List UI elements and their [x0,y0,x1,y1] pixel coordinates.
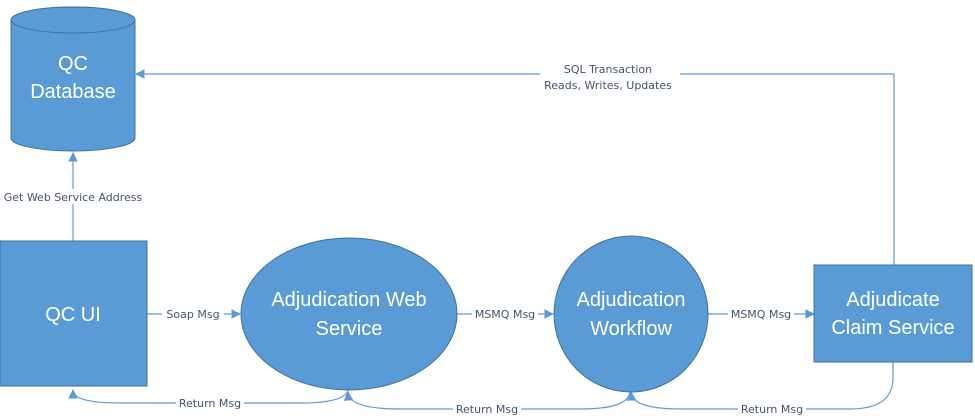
edge-label-return-msg-1: Return Msg [179,397,241,410]
edge-return-msg-3: Return Msg [626,362,894,416]
node-label-qc-ui: QC UI [45,304,101,326]
edge-label-return-msg-3: Return Msg [741,403,803,416]
edge-label-return-msg-2: Return Msg [456,403,518,416]
edge-soap-msg: Soap Msg [147,306,241,321]
node-qc-database: QC Database [10,6,136,152]
edge-label-sql-transaction: SQL Transaction [564,63,652,76]
node-label-qc-database-line2: Database [30,81,116,103]
node-label-web-service-line2: Service [316,318,383,340]
edge-label-sql-transaction-detail: Reads, Writes, Updates [544,79,672,92]
edge-return-msg-1: Return Msg [68,389,349,410]
node-label-claim-service-line2: Claim Service [831,317,954,339]
edge-get-web-service-address: Get Web Service Address [4,152,144,241]
edge-label-msmq-msg-1: MSMQ Msg [475,308,535,321]
node-label-qc-database-line1: QC [58,53,88,75]
node-qc-ui: QC UI [0,240,148,387]
node-label-web-service-line1: Adjudication Web [271,289,426,311]
node-adjudication-workflow: Adjudication Workflow [553,235,709,393]
edge-label-soap-msg: Soap Msg [166,308,219,321]
edge-msmq-msg-2: MSMQ Msg [708,306,815,321]
edge-sql-transaction: SQL Transaction Reads, Writes, Updates [135,61,895,265]
node-label-workflow-line1: Adjudication [577,289,686,311]
edge-return-msg-2: Return Msg [343,391,631,416]
edge-msmq-msg-1: MSMQ Msg [457,306,554,321]
node-adjudicate-claim-service: Adjudicate Claim Service [813,264,973,363]
node-adjudication-web-service: Adjudication Web Service [240,237,458,391]
edge-label-msmq-msg-2: MSMQ Msg [731,308,791,321]
edge-label-get-web-service-address: Get Web Service Address [4,191,143,204]
node-label-claim-service-line1: Adjudicate [846,289,939,311]
node-label-workflow-line2: Workflow [590,318,672,340]
